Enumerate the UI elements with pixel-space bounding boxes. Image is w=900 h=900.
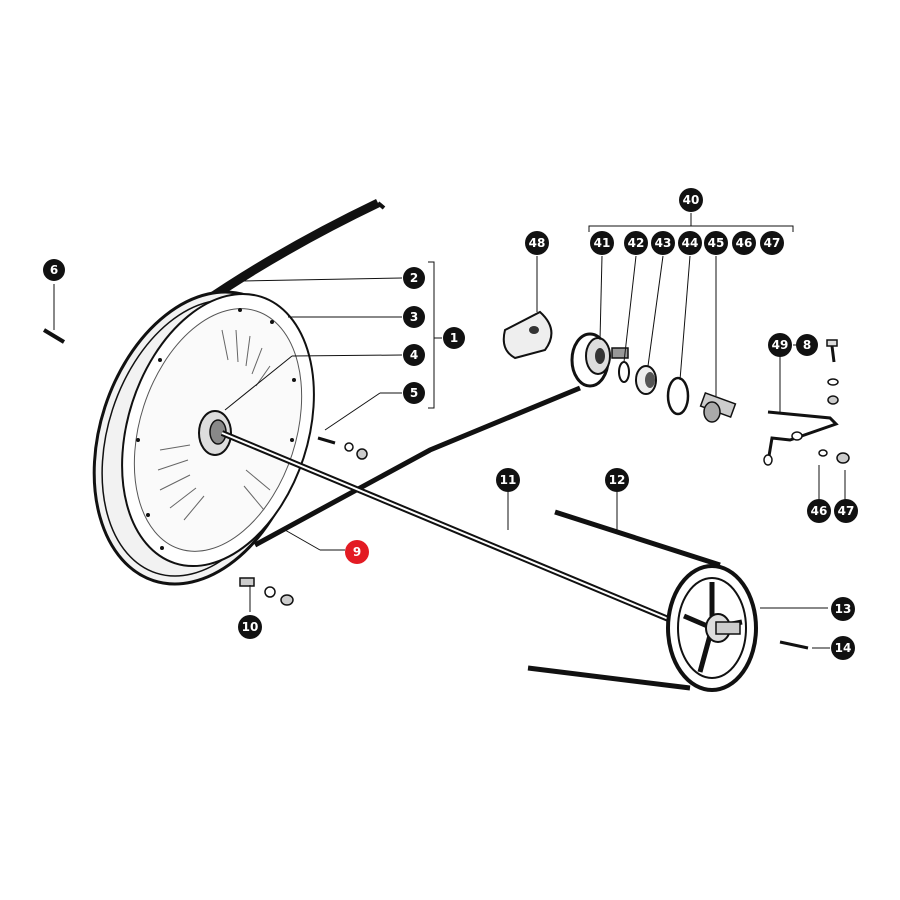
callout-46-top: 46 [732, 231, 756, 255]
callout-13-label: 13 [835, 602, 852, 616]
callout-4: 4 [403, 344, 425, 366]
callout-6-label: 6 [50, 263, 58, 277]
callout-12-label: 12 [609, 473, 626, 487]
callout-45: 45 [704, 231, 728, 255]
large-pulley [92, 198, 581, 586]
callout-13: 13 [831, 597, 855, 621]
callout-9-highlighted: 9 [345, 540, 369, 564]
callout-8-label: 8 [803, 338, 811, 352]
callout-11: 11 [496, 468, 520, 492]
drive-shaft [220, 430, 692, 631]
callout-46-bottom-label: 46 [811, 504, 828, 518]
callout-41: 41 [590, 231, 614, 255]
bearing-assembly [570, 332, 737, 423]
callout-8: 8 [796, 334, 818, 356]
callout-45-label: 45 [708, 236, 725, 250]
callout-40: 40 [679, 188, 703, 212]
small-pulley [666, 564, 758, 692]
callout-2-label: 2 [410, 271, 418, 285]
bracket-49 [763, 339, 850, 466]
callout-47-top-label: 47 [764, 236, 781, 250]
callout-43: 43 [651, 231, 675, 255]
callout-48-label: 48 [529, 236, 546, 250]
callout-11-label: 11 [500, 473, 517, 487]
callout-49-label: 49 [772, 338, 789, 352]
callout-markers: 2 3 4 5 1 6 9 10 11 12 13 14 40 41 42 43… [43, 188, 858, 660]
small-belt [527, 509, 721, 691]
leader-lines [53, 213, 846, 649]
callout-46-bottom: 46 [807, 499, 831, 523]
callout-14-label: 14 [835, 641, 852, 655]
callout-42-label: 42 [628, 236, 645, 250]
callout-40-label: 40 [683, 193, 700, 207]
fasteners [42, 328, 809, 650]
callout-10: 10 [238, 615, 262, 639]
callout-49: 49 [768, 333, 792, 357]
callout-43-label: 43 [655, 236, 672, 250]
callout-44: 44 [678, 231, 702, 255]
callout-9-label: 9 [353, 545, 361, 559]
callout-3: 3 [403, 306, 425, 328]
callout-3-label: 3 [410, 310, 418, 324]
callout-42: 42 [624, 231, 648, 255]
callout-10-label: 10 [242, 620, 259, 634]
callout-14: 14 [831, 636, 855, 660]
callout-1: 1 [443, 327, 465, 349]
callout-12: 12 [605, 468, 629, 492]
bracket-48 [502, 310, 553, 360]
callout-48: 48 [525, 231, 549, 255]
callout-6: 6 [43, 259, 65, 281]
callout-47-top: 47 [760, 231, 784, 255]
callout-47-bottom-label: 47 [838, 504, 855, 518]
callout-46-top-label: 46 [736, 236, 753, 250]
callout-4-label: 4 [410, 348, 418, 362]
callout-47-bottom: 47 [834, 499, 858, 523]
callout-5: 5 [403, 382, 425, 404]
callout-2: 2 [403, 267, 425, 289]
callout-41-label: 41 [594, 236, 611, 250]
callout-44-label: 44 [682, 236, 699, 250]
callout-1-label: 1 [450, 331, 458, 345]
callout-5-label: 5 [410, 386, 418, 400]
